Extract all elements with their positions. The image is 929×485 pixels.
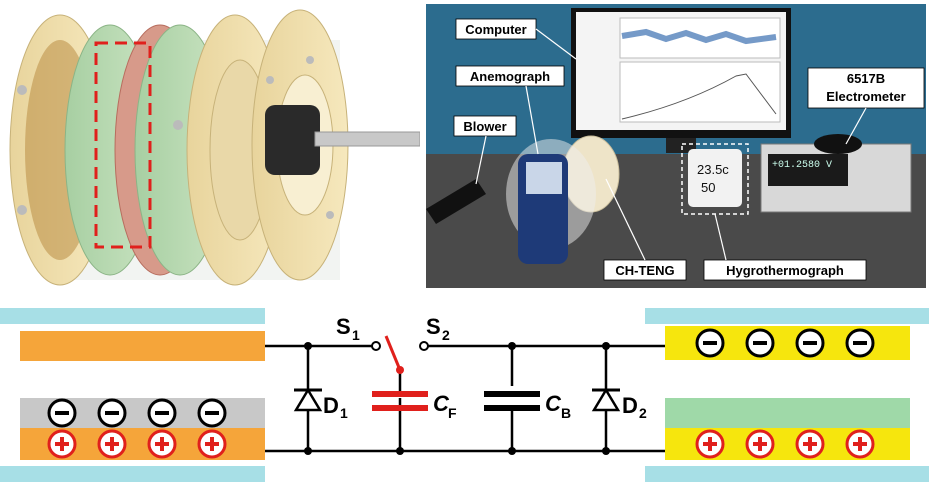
junction-dots bbox=[304, 342, 610, 455]
chteng-label: CH-TENG bbox=[615, 263, 674, 278]
highlight-box bbox=[94, 41, 152, 249]
right-bottom-cyan-layer bbox=[645, 466, 929, 482]
capacitor-cf: C F bbox=[372, 391, 457, 421]
switch-s2: S 2 bbox=[419, 314, 450, 351]
right-negative-charges bbox=[695, 328, 875, 358]
s1-sub: 1 bbox=[352, 327, 360, 343]
right-green-layer bbox=[665, 398, 910, 428]
computer-callout: Computer bbox=[455, 18, 577, 60]
left-bottom-cyan-layer bbox=[0, 466, 265, 482]
left-negative-charges bbox=[47, 398, 227, 428]
switch-s1: S 1 bbox=[336, 314, 404, 374]
monitor bbox=[571, 8, 791, 153]
left-top-cyan-layer bbox=[0, 308, 265, 324]
left-electrode-stack bbox=[0, 308, 265, 482]
experiment-setup-photo: +01.2580 V 23.5c 50 Computer Anemograph … bbox=[426, 4, 926, 288]
diode-d2: D 2 bbox=[591, 387, 647, 421]
capacitor-cb: C B bbox=[484, 386, 571, 421]
left-top-orange-layer bbox=[20, 331, 265, 361]
blower-callout: Blower bbox=[453, 115, 517, 185]
mouse bbox=[814, 134, 862, 154]
blower-label: Blower bbox=[463, 119, 506, 134]
right-positive-charges bbox=[695, 429, 875, 459]
electrometer-label-2: Electrometer bbox=[826, 89, 905, 104]
cf-letter: C bbox=[433, 391, 450, 416]
electrometer-reading: +01.2580 bbox=[772, 160, 820, 171]
hygrothermograph-device: 23.5c 50 bbox=[681, 143, 749, 215]
cb-letter: C bbox=[545, 391, 562, 416]
electrometer-callout: 6517B Electrometer bbox=[807, 67, 925, 145]
s2-sub: 2 bbox=[442, 327, 450, 343]
anemograph-label: Anemograph bbox=[470, 69, 550, 84]
hygrothermograph-label: Hygrothermograph bbox=[726, 263, 844, 278]
right-top-cyan-layer bbox=[645, 308, 929, 324]
anemograph-callout: Anemograph bbox=[455, 65, 565, 155]
right-electrode-stack bbox=[645, 308, 929, 482]
s2-letter: S bbox=[426, 314, 441, 339]
shaft bbox=[265, 105, 420, 175]
s1-letter: S bbox=[336, 314, 351, 339]
d2-sub: 2 bbox=[639, 405, 647, 421]
electrometer-label-1: 6517B bbox=[847, 71, 885, 86]
diode-d1: D 1 bbox=[293, 387, 348, 421]
chteng-callout: CH-TENG bbox=[603, 178, 687, 281]
d1-sub: 1 bbox=[340, 405, 348, 421]
electrometer-device: +01.2580 V bbox=[760, 134, 912, 213]
cb-sub: B bbox=[561, 405, 571, 421]
cf-sub: F bbox=[448, 405, 457, 421]
hygro-humidity: 50 bbox=[701, 180, 715, 195]
left-positive-charges bbox=[47, 429, 227, 459]
hygrothermograph-callout: Hygrothermograph bbox=[703, 213, 867, 281]
d1-letter: D bbox=[323, 393, 339, 418]
hygro-temp: 23.5c bbox=[697, 162, 729, 177]
computer-label: Computer bbox=[465, 22, 526, 37]
screws bbox=[17, 56, 334, 219]
blower-device bbox=[426, 179, 486, 224]
device-3d-render bbox=[9, 9, 420, 286]
anemograph-device bbox=[506, 139, 596, 264]
circuit-diagram: S 1 S 2 D 1 D 2 C F C B bbox=[0, 308, 929, 482]
electrometer-unit: V bbox=[826, 160, 832, 171]
d2-letter: D bbox=[622, 393, 638, 418]
